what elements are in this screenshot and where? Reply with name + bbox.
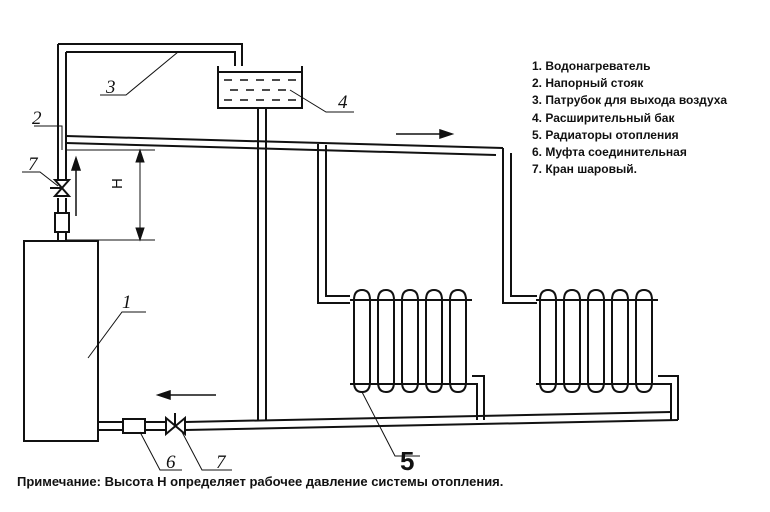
radiator-2-return	[658, 375, 679, 420]
footnote: Примечание: Высота Н определяет рабочее …	[17, 474, 504, 489]
expansion-tank	[217, 66, 303, 109]
flow-right-arrow	[396, 128, 455, 140]
legend-item: 6. Муфта соединительная	[532, 145, 687, 160]
callout-valve-bottom: 7	[216, 452, 227, 473]
legend-item: 4. Расширительный бак	[532, 110, 675, 125]
callout-coupling: 6	[166, 452, 176, 473]
radiator-2	[536, 288, 658, 394]
legend-item: 3. Патрубок для выхода воздуха	[532, 93, 728, 108]
radiator-1	[350, 288, 472, 394]
legend-item: 2. Напорный стояк	[532, 76, 644, 91]
leader-lines	[22, 51, 420, 471]
top-coupling	[54, 212, 70, 233]
top-ball-valve	[52, 179, 72, 197]
tank-water	[224, 79, 296, 101]
legend-item: 1. Водонагреватель	[532, 59, 651, 73]
supply-line	[65, 135, 504, 149]
callout-radiators: 5	[400, 446, 414, 476]
callout-heater: 1	[122, 292, 132, 313]
callout-valve-top: 7	[28, 154, 39, 175]
callout-air-pipe: 3	[105, 77, 116, 98]
legend: 1. Водонагреватель 2. Напорный стояк 3. …	[532, 58, 727, 178]
legend-item: 7. Кран шаровый.	[532, 162, 637, 177]
bottom-coupling	[122, 418, 146, 434]
water-heater	[23, 240, 99, 442]
bottom-ball-valve	[165, 415, 186, 437]
height-dimension	[66, 148, 155, 242]
legend-item: 5. Радиаторы отопления	[532, 127, 679, 142]
flow-up-arrow	[70, 155, 82, 216]
return-line	[184, 419, 679, 431]
height-label: Н	[109, 178, 126, 189]
radiator-1-feed	[317, 144, 350, 304]
flow-left-arrow	[155, 389, 216, 401]
air-outlet-pipe	[58, 43, 243, 66]
radiator-1-return	[472, 375, 485, 420]
radiator-2-feed	[502, 155, 537, 304]
callout-riser: 2	[32, 108, 42, 129]
callout-tank: 4	[338, 92, 348, 113]
